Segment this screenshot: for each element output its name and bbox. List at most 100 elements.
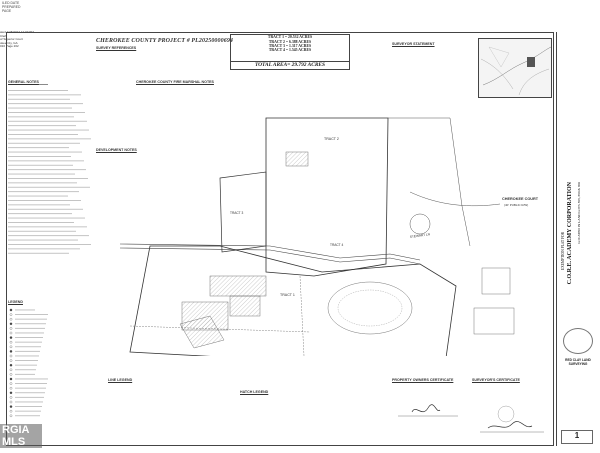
legend-symbol-icon (9, 317, 13, 321)
legend-text-line (15, 346, 41, 348)
legend-symbol-icon (9, 391, 13, 395)
tract1-label: TRACT 1 (280, 293, 295, 297)
total-area-box: TOTAL AREA= 29.792 ACRES (230, 62, 350, 70)
surveyor-statement-heading: SURVEYOR STATEMENT (392, 42, 435, 46)
top-stamp: ILED DATE PREPARED PAGE (2, 1, 21, 13)
note-text-line (8, 252, 69, 254)
building-hatch (229, 295, 261, 317)
note-text-line (8, 129, 89, 131)
legend-symbol-icon (9, 377, 13, 381)
legend-symbol-icon (9, 350, 13, 353)
site-marker-icon (527, 57, 535, 67)
owner-signature (411, 404, 441, 413)
note-text-line (8, 244, 91, 245)
legend-text-line (15, 341, 42, 343)
surveyor-statement-block: SURVEYOR STATEMENT (392, 42, 474, 46)
legend-text-line (15, 378, 48, 380)
legend-symbol-icon (9, 331, 13, 335)
note-text-line (8, 107, 72, 109)
company-name: C.O.R.E. ACADEMY CORPORATION (567, 182, 573, 285)
sheet-number: 1 (561, 430, 593, 444)
tract2-label: TRACT 2 (324, 137, 339, 141)
legend-text-line (15, 373, 35, 375)
note-text-line (8, 200, 81, 201)
note-text-line (8, 90, 68, 91)
note-text-line (8, 147, 69, 149)
street-label: STEWART LN (410, 232, 431, 239)
legend-symbol-icon (9, 414, 13, 418)
legend-symbol-icon (9, 340, 13, 344)
legend-symbol-icon (9, 336, 13, 339)
legend-symbol-icon (9, 373, 13, 376)
note-text-line (8, 112, 85, 113)
legend-text-line (15, 332, 44, 334)
note-text-line (8, 156, 71, 157)
tract1-boundary (129, 245, 457, 356)
surveyor-certificate-heading: SURVEYOR'S CERTIFICATE (472, 378, 520, 382)
general-notes-column (8, 84, 91, 254)
note-text-line (8, 98, 70, 100)
note-text-line (8, 169, 86, 171)
legend-symbol-icon (9, 368, 13, 372)
cherokee-court-label: CHEROKEE COURT (502, 197, 539, 201)
project-title: CHEROKEE COUNTY PROJECT # PL20250000694 (96, 38, 234, 44)
tract-row: TRACT 4 = 1.545 ACRES (268, 47, 312, 52)
hatch-legend: HATCH LEGEND (240, 390, 320, 394)
note-text-line (8, 120, 87, 122)
tract4-label: TRACT 4 (330, 243, 343, 247)
legend-text-line (15, 410, 41, 412)
watermark-big-text: RGIA MLS (2, 424, 30, 448)
note-text-line (8, 248, 80, 250)
legend-text-line (15, 364, 37, 366)
surveyor-certificate: SURVEYOR'S CERTIFICATE (472, 378, 552, 382)
symbol-legend-heading: LEGEND (8, 300, 23, 304)
note-text-line (8, 239, 78, 241)
legend-symbol-icon (9, 396, 13, 399)
symbol-legend-items (9, 308, 48, 418)
tract-area-table: TRACT 1 = 20.532 ACRES TRACT 2 = 6.388 A… (230, 34, 350, 62)
mls-watermark: RGIA MLS GEORGIA MLS (0, 424, 42, 453)
legend-symbol-icon (9, 409, 13, 413)
legend-symbol-icon (9, 363, 13, 367)
site-plan-drawing: TRACT 2 TRACT 3 TRACT 1 TRACT 4 STEWART … (119, 117, 539, 356)
note-text-line (8, 195, 68, 197)
note-text-line (8, 208, 83, 210)
firm-name: RED CLAY LAND SURVEYING (565, 358, 591, 366)
note-text-line (8, 226, 87, 228)
plat-location: LOCATED IN LAND LOTS 859, 890 & 900 (577, 182, 581, 244)
note-text-line (8, 134, 78, 135)
surveyor-signature (487, 421, 533, 429)
title-block: C.O.R.E. ACADEMY CORPORATION EXEMPTION P… (556, 32, 596, 446)
legend-symbol-icon (9, 400, 13, 404)
legend-symbol-icon (9, 322, 13, 326)
legend-symbol-icon (9, 327, 13, 330)
legend-text-line (15, 327, 45, 329)
legend-symbol-icon (9, 359, 13, 362)
building-hatch (285, 151, 309, 167)
legend-text-line (15, 314, 48, 315)
legend-symbol-icon (9, 386, 13, 390)
line-legend-heading: LINE LEGEND (108, 378, 133, 382)
public-rw-label: (40' PUBLIC R/W) (504, 203, 528, 207)
vicinity-map-graphic (480, 46, 552, 96)
development-notes-block: DEVELOPMENT NOTES (96, 148, 226, 152)
plat-type: EXEMPTION PLAT FOR (561, 232, 565, 271)
tract-row: TRACT 1 = 20.532 ACRES (267, 35, 313, 39)
note-text-line (8, 204, 70, 206)
survey-references-block: SURVEY REFERENCES (96, 46, 216, 62)
tract-row: TRACT 3 = 1.317 ACRES (268, 44, 312, 49)
legend-text-line (15, 323, 46, 325)
note-text-line (8, 235, 89, 237)
note-text-line (8, 191, 79, 193)
legend-symbol-icon (9, 345, 13, 349)
property-owner-certificate-heading: PROPERTY OWNERS CERTIFICATE (392, 378, 454, 382)
legend-text-line (15, 318, 47, 320)
building-hatch (209, 275, 267, 297)
fire-notes-heading: CHEROKEE COUNTY FIRE MARSHAL NOTES (136, 80, 214, 84)
note-text-line (8, 213, 72, 215)
legend-text-line (15, 387, 46, 389)
drawing-frame (6, 32, 554, 446)
note-text-line (8, 103, 83, 105)
note-text-line (8, 125, 76, 127)
